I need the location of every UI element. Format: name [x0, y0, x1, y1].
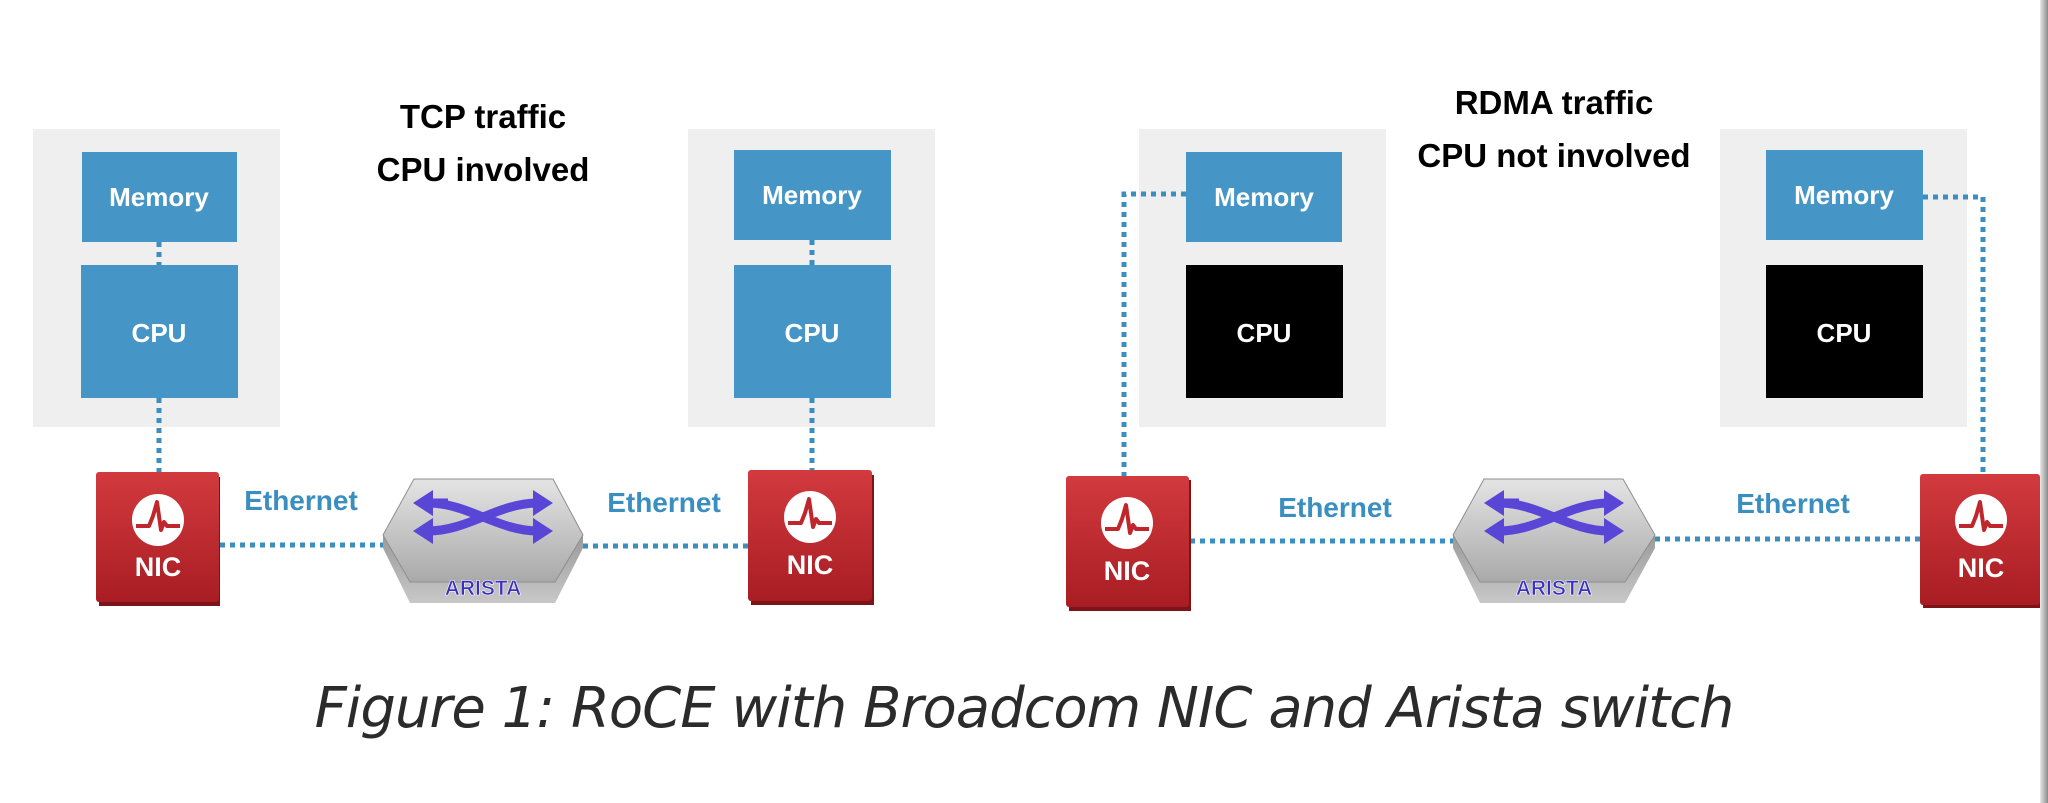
host-c-cpu-box [1186, 265, 1343, 398]
left-diagram: Memory CPU Memory CPU TCP traffic CPU in… [33, 98, 935, 606]
host-c-memory-label: Memory [1214, 182, 1314, 212]
nic-a: NIC [96, 472, 220, 606]
arista-switch: ARISTA [1452, 478, 1656, 603]
host-a-memory-label: Memory [109, 182, 209, 212]
nic-a-label: NIC [135, 552, 182, 582]
nic-d-label: NIC [1958, 553, 2005, 583]
host-c-memory-box [1186, 152, 1342, 242]
host-a-cpu-label: CPU [132, 318, 187, 348]
rdma-links [1121, 191, 1986, 544]
link-a-label: Ethernet [244, 485, 358, 516]
host-d-cpu-label: CPU [1817, 318, 1872, 348]
left-title-line1: TCP traffic [400, 98, 566, 135]
nic-c-label: NIC [1104, 556, 1151, 586]
host-d-cpu-box [1766, 265, 1923, 398]
nic-d: NIC [1920, 474, 2041, 608]
broadcom-logo-icon [1953, 492, 2009, 548]
right-title-line1: RDMA traffic [1455, 84, 1654, 121]
host-a-memory-box [82, 152, 237, 242]
broadcom-logo-icon [1099, 495, 1155, 551]
host-d-memory-box [1766, 150, 1923, 240]
nic-b-label: NIC [787, 550, 834, 580]
left-title-line2: CPU involved [377, 151, 590, 188]
switch-label: ARISTA [1516, 577, 1593, 600]
nic-c: NIC [1066, 476, 1191, 611]
link-b-label: Ethernet [607, 487, 721, 518]
nic-b: NIC [748, 470, 874, 605]
broadcom-logo-icon [130, 492, 186, 548]
link-c-label: Ethernet [1278, 492, 1392, 523]
arista-switch: ARISTA [382, 478, 584, 603]
host-b-cpu-box [734, 265, 891, 398]
broadcom-logo-icon [782, 489, 838, 545]
host-b-cpu-label: CPU [785, 318, 840, 348]
tcp-links [156, 240, 815, 549]
switch-label: ARISTA [445, 577, 522, 600]
host-d-memory-label: Memory [1794, 180, 1894, 210]
host-b-memory-label: Memory [762, 180, 862, 210]
right-diagram: Memory CPU Memory CPU RDMA traffic CPU n… [1066, 84, 2041, 611]
host-c-cpu-label: CPU [1237, 318, 1292, 348]
link-d-label: Ethernet [1736, 488, 1850, 519]
window-edge [2040, 0, 2048, 803]
host-b-memory-box [734, 150, 891, 240]
figure-caption: Figure 1: RoCE with Broadcom NIC and Ari… [314, 676, 1735, 741]
right-title-line2: CPU not involved [1417, 137, 1690, 174]
host-a-cpu-box [81, 265, 238, 398]
